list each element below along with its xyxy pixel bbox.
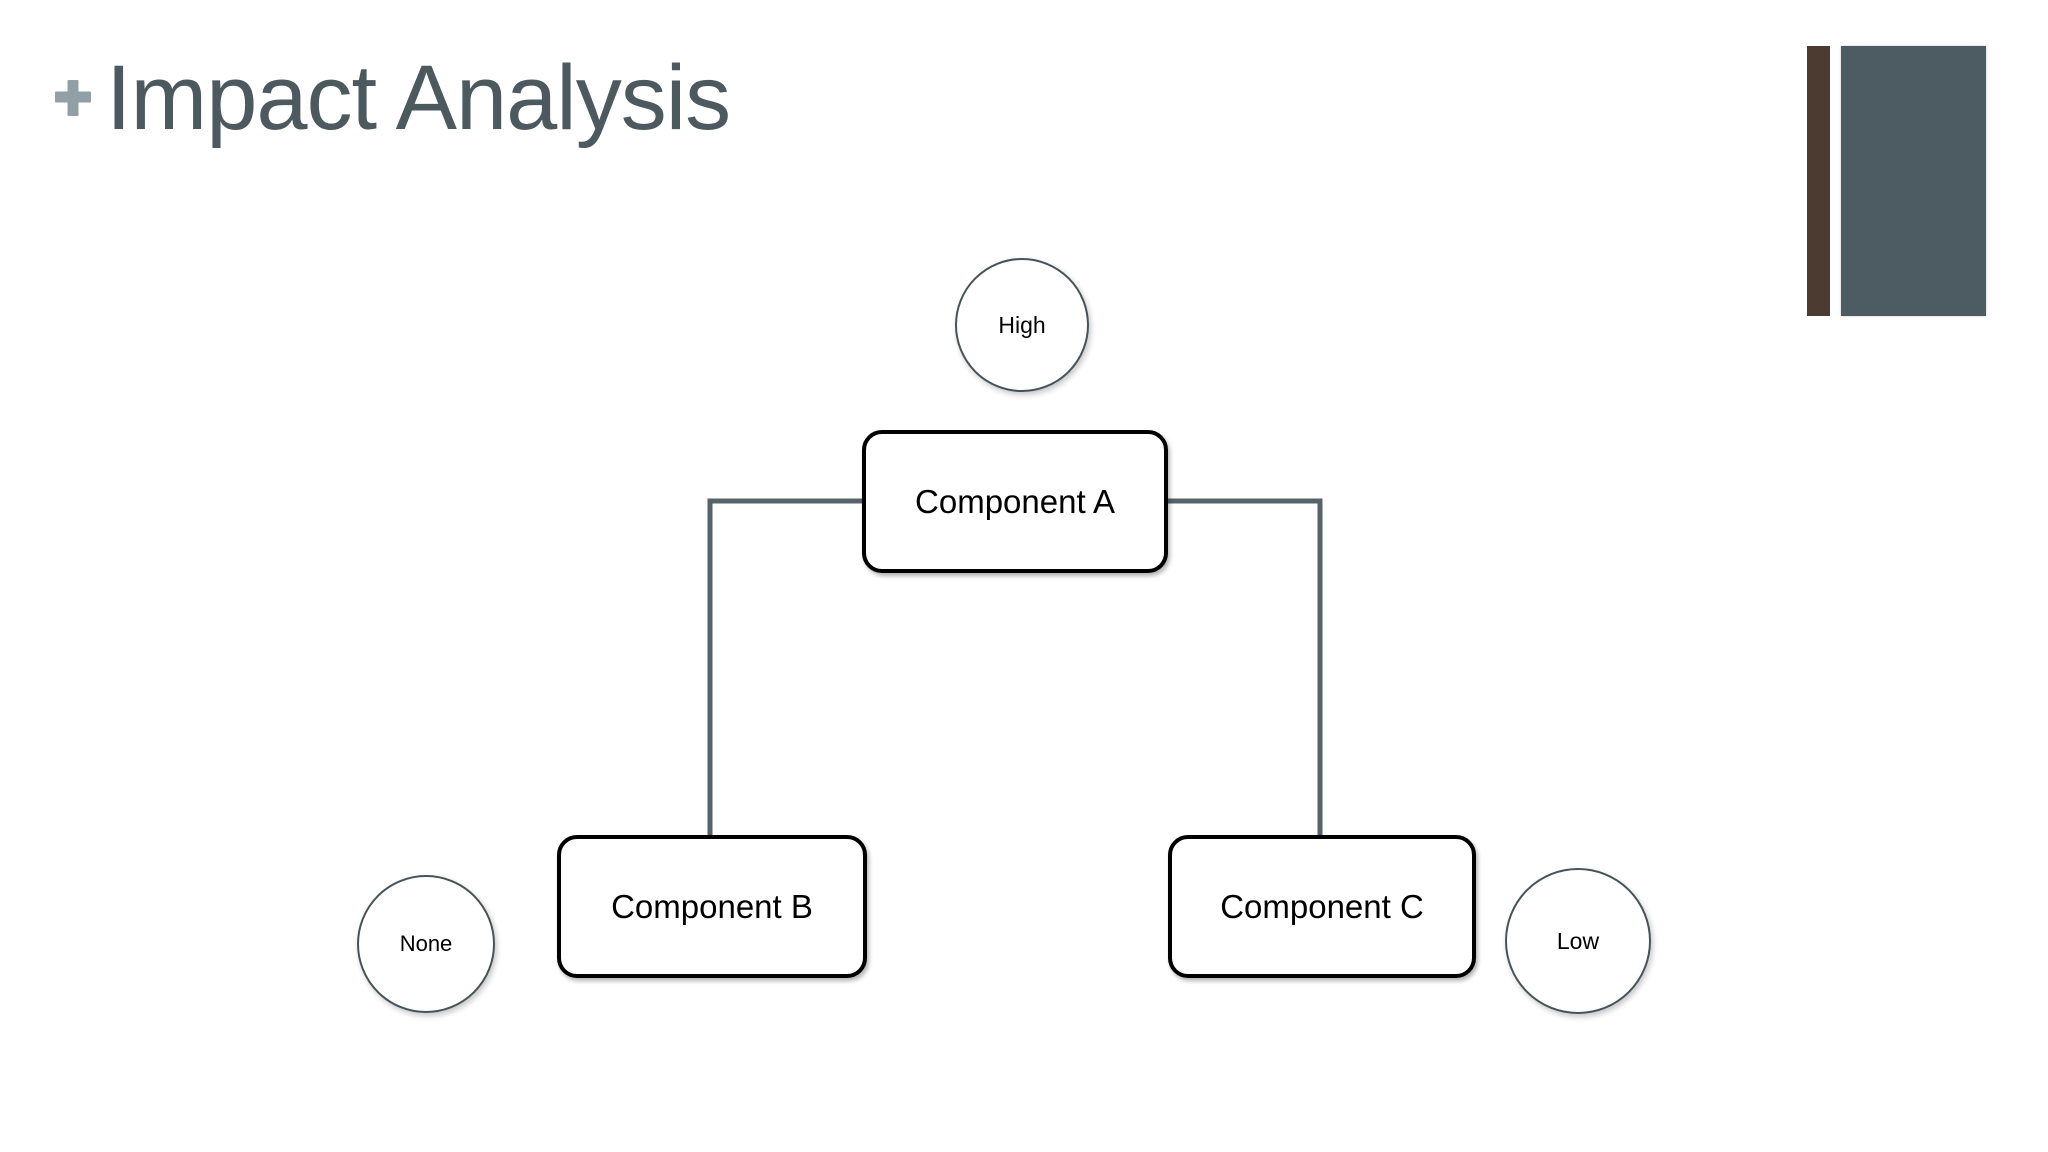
impact-circle-none-label: None — [399, 931, 453, 956]
node-component-a-label: Component A — [915, 482, 1115, 520]
node-component-c[interactable]: Component C — [1168, 835, 1476, 978]
impact-circle-high[interactable]: High — [955, 258, 1089, 392]
node-component-a[interactable]: Component A — [862, 430, 1168, 573]
edge-a-to-b — [707, 498, 862, 838]
node-component-c-label: Component C — [1220, 887, 1424, 925]
impact-circle-low-label: Low — [1556, 927, 1600, 954]
impact-circle-high-label: High — [998, 311, 1046, 338]
impact-circle-none[interactable]: None — [357, 875, 495, 1013]
edge-a-to-c — [1168, 498, 1323, 838]
node-component-b-label: Component B — [611, 887, 813, 925]
impact-circle-low[interactable]: Low — [1505, 868, 1651, 1014]
decoration-brown-bar — [1807, 46, 1830, 316]
decoration-slate-bar — [1841, 46, 1986, 316]
node-component-b[interactable]: Component B — [557, 835, 867, 978]
title-row: Impact Analysis — [50, 47, 731, 149]
page-title: Impact Analysis — [106, 47, 731, 149]
